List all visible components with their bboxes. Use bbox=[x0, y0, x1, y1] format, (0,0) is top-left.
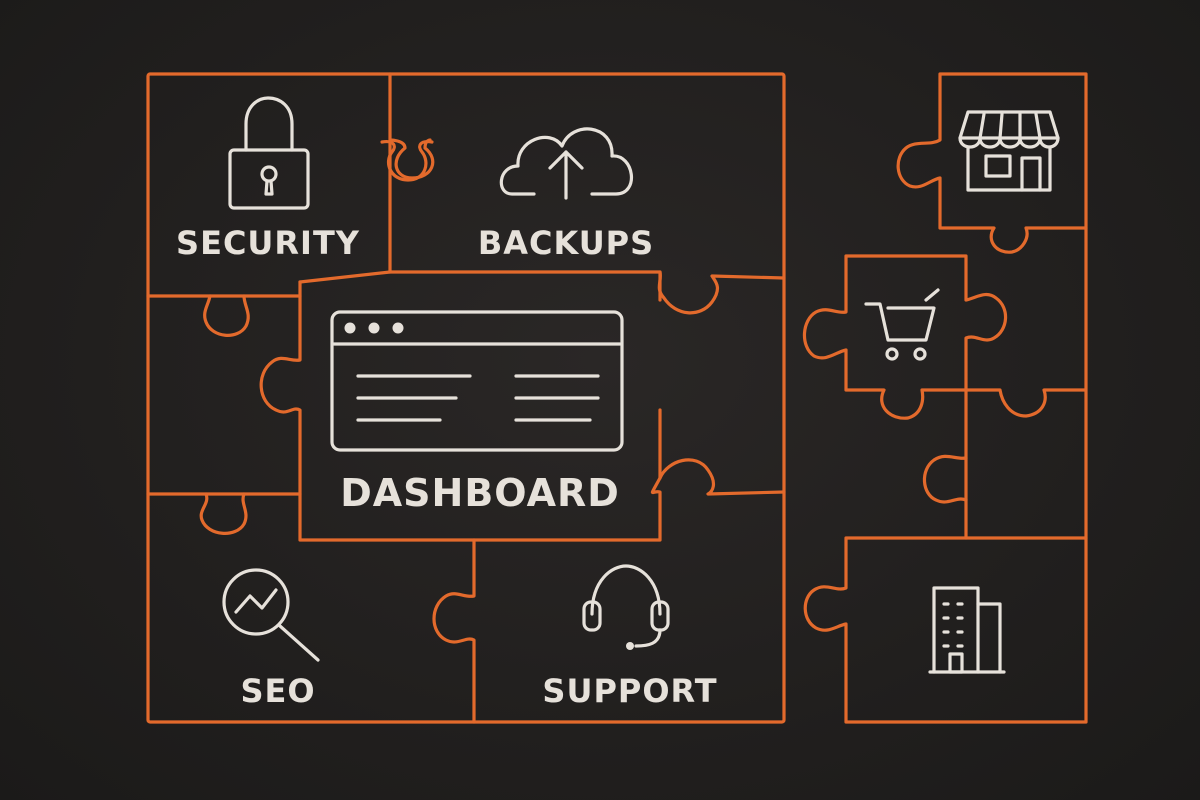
outer-frame bbox=[146, 72, 786, 724]
shopping-cart-icon bbox=[864, 288, 940, 361]
cloud-upload-icon bbox=[499, 127, 633, 200]
security-piece: SECURITY bbox=[176, 96, 360, 262]
dashboard-piece-outline bbox=[259, 280, 786, 542]
dashboard-piece: DASHBOARD bbox=[330, 310, 624, 515]
headset-icon bbox=[582, 564, 670, 650]
left-puzzle-outline bbox=[146, 72, 786, 724]
security-label: SECURITY bbox=[176, 224, 360, 262]
office-building-icon bbox=[928, 586, 1006, 674]
right-column-outline bbox=[964, 226, 1088, 540]
edge-top-row-bottom bbox=[146, 270, 786, 315]
storefront-icon bbox=[958, 110, 1060, 192]
cart-piece-outline bbox=[802, 254, 1008, 420]
knob-left-top bbox=[203, 294, 250, 337]
right-puzzle-outline bbox=[802, 72, 1088, 724]
storefront-piece-outline bbox=[896, 72, 1088, 254]
support-piece: SUPPORT bbox=[542, 564, 717, 710]
edge-seo-support bbox=[432, 538, 476, 724]
support-label: SUPPORT bbox=[542, 672, 717, 710]
seo-piece: SEO bbox=[222, 568, 320, 710]
knob-right-middle bbox=[922, 454, 968, 504]
padlock-icon bbox=[228, 96, 310, 210]
seo-label: SEO bbox=[240, 672, 315, 710]
backups-label: BACKUPS bbox=[478, 224, 654, 262]
knob-left-bottom bbox=[199, 492, 248, 535]
dashboard-label: DASHBOARD bbox=[340, 471, 620, 515]
knob-security-backups bbox=[380, 140, 434, 182]
backups-piece: BACKUPS bbox=[478, 127, 654, 262]
browser-window-icon bbox=[330, 310, 624, 452]
building-piece-outline bbox=[803, 536, 1088, 724]
edge-security-backups bbox=[388, 72, 435, 274]
magnifier-trend-icon bbox=[222, 568, 320, 662]
